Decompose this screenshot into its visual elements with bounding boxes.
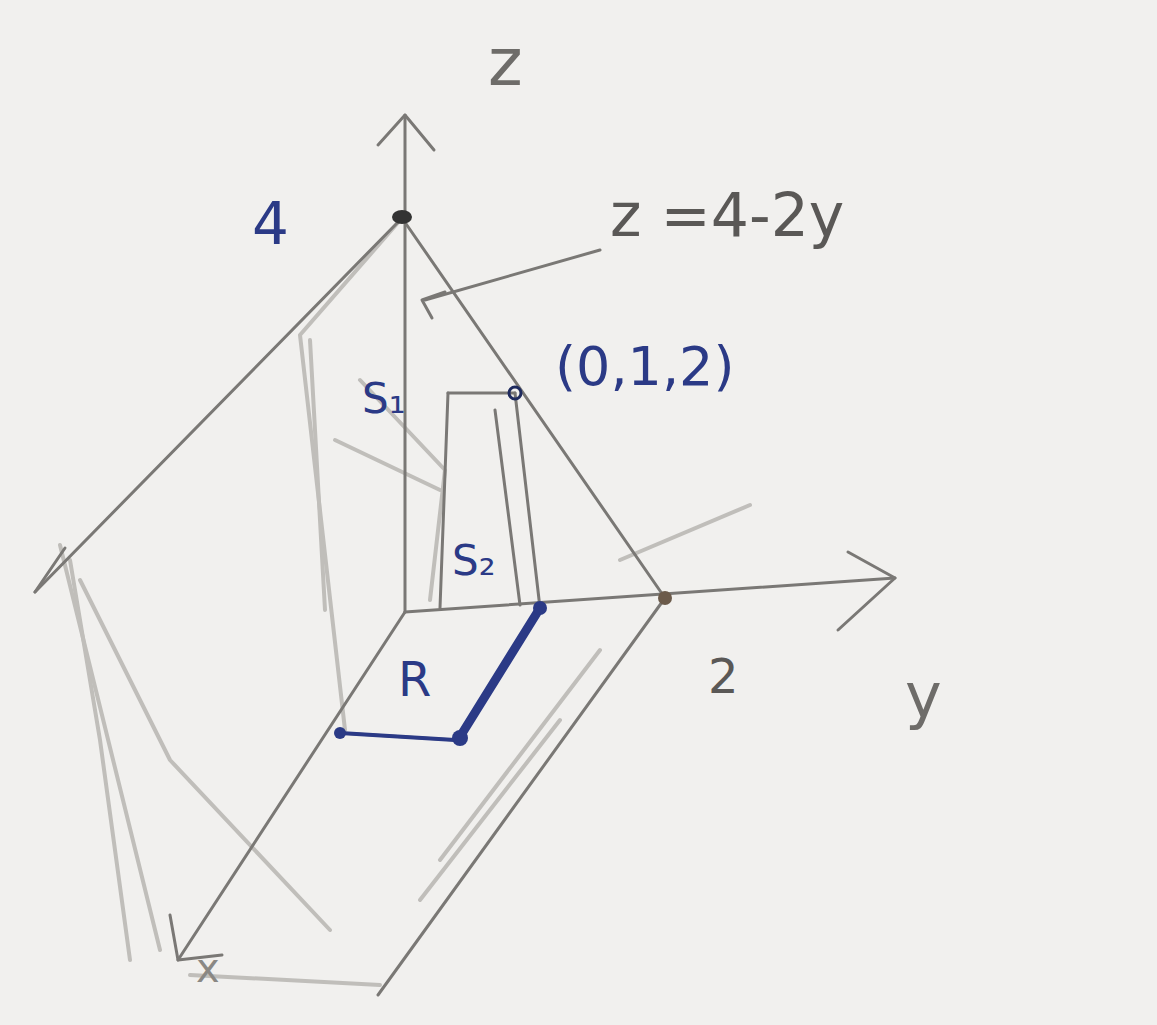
axis-value: 4 [252, 195, 289, 253]
surface-label: S₂ [452, 540, 496, 582]
plane-equation: z =4-2y [610, 185, 844, 245]
axis-label: z [488, 30, 523, 96]
region-label: R [398, 655, 431, 703]
surface-label: S₁ [362, 378, 406, 420]
axis-label: y [905, 665, 942, 727]
axis-label: x [196, 948, 220, 988]
point-label: (0,1,2) [555, 340, 735, 394]
axis-value: 2 [708, 652, 739, 700]
